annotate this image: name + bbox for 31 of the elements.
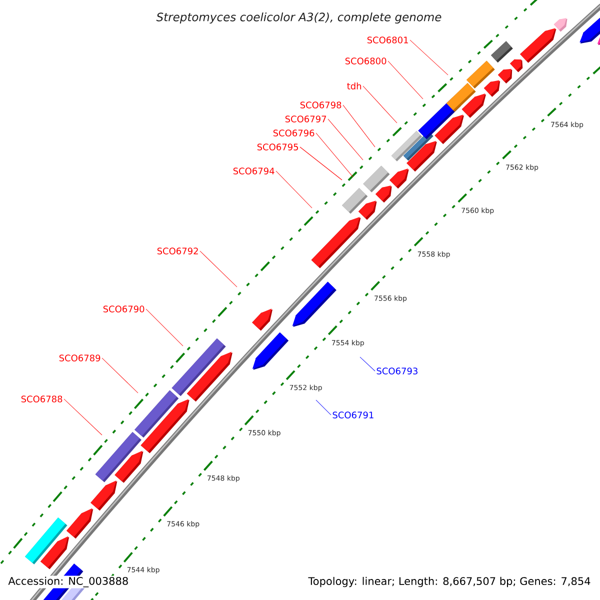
gene-label: SCO6791 [332, 412, 374, 418]
gene-label: SCO6800 [345, 58, 386, 64]
title: Streptomyces coelicolor A3(2), complete genome [155, 11, 443, 25]
gene-label: SCO6795 [257, 144, 298, 150]
leader-line [64, 398, 102, 436]
gene-label: SCO6788 [21, 396, 62, 402]
leader-line [388, 60, 424, 100]
gene-label: SCO6789 [59, 354, 100, 362]
gene-label: SCO6793 [376, 368, 418, 374]
gene-label: tdh [347, 82, 362, 90]
leader-line [410, 40, 448, 76]
genome-info-text: Topology: linear; Length: 8,667,507 bp; Genes: 7,854 [307, 576, 592, 588]
leader-line [200, 250, 238, 288]
leader-line [316, 400, 332, 416]
accession-text: Accession: NC_003888 [7, 576, 130, 588]
leader-line [316, 132, 354, 178]
leader-line [328, 118, 364, 160]
leader-line [276, 170, 312, 208]
gene-label: SCO6801 [367, 36, 408, 44]
gene-label: SCO6790 [103, 306, 144, 312]
gene-label: SCO6798 [300, 102, 342, 108]
gene-label: SCO6797 [285, 116, 326, 122]
leader-line [102, 358, 138, 394]
gene-label: SCO6792 [157, 248, 198, 254]
leader-line [342, 104, 376, 148]
leader-line [360, 356, 376, 372]
leader-line [362, 86, 398, 124]
gene-label: SCO6796 [273, 130, 314, 136]
leader-line [146, 308, 184, 346]
gene-label: SCO6794 [233, 168, 274, 174]
leader-line [300, 146, 342, 180]
